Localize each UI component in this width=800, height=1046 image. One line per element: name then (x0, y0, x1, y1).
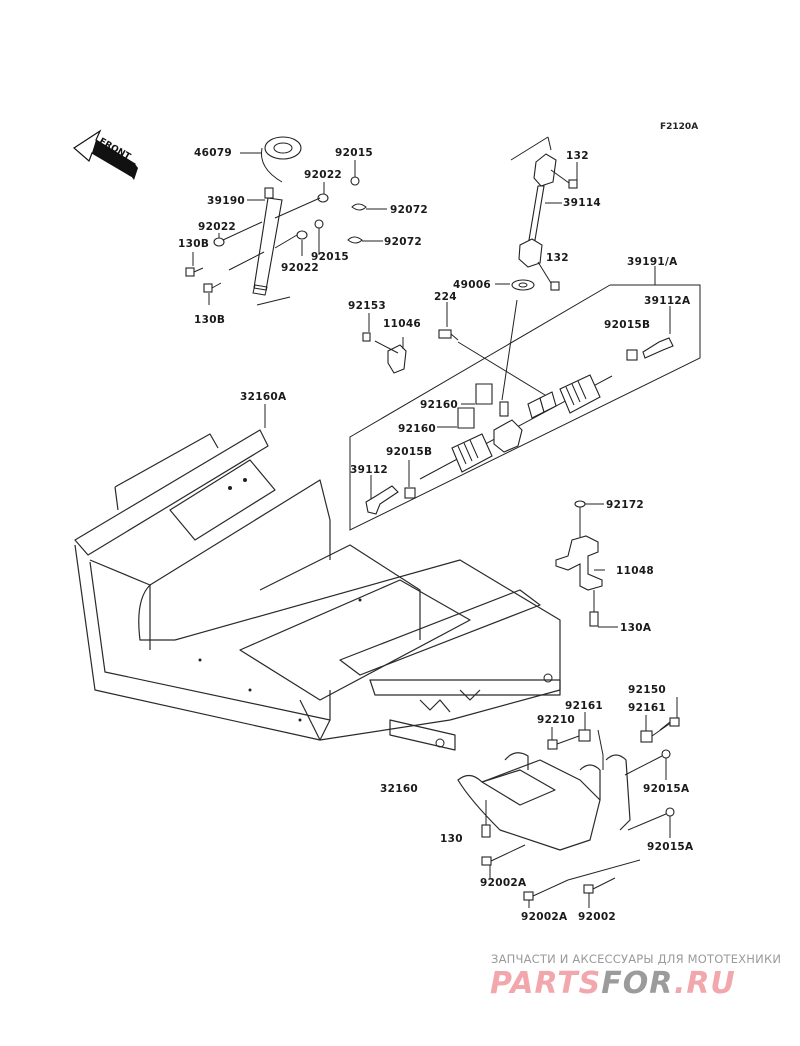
part-92150 (669, 717, 680, 727)
label-130B: 130B (178, 238, 209, 250)
bracket-group (555, 500, 618, 628)
part-46079 (264, 136, 302, 160)
front-subframe-group (457, 697, 680, 908)
label-92072: 92072 (390, 204, 428, 216)
label-92161: 92161 (628, 702, 666, 714)
part-130A (589, 611, 599, 627)
label-92150: 92150 (628, 684, 666, 696)
watermark-tagline: ЗАПЧАСТИ И АКСЕССУАРЫ ДЛЯ МОТОТЕХНИКИ (491, 952, 781, 966)
steering-column-group (185, 136, 387, 306)
watermark-brand-ru: .RU (674, 966, 736, 1001)
label-92002A: 92002A (480, 877, 527, 889)
label-92015: 92015 (335, 147, 373, 159)
part-92002A (481, 856, 492, 866)
watermark-brand-for: FOR (601, 966, 674, 1001)
label-11048: 11048 (616, 565, 654, 577)
label-92015B: 92015B (386, 446, 432, 458)
part-11048 (555, 535, 603, 591)
main-frame (74, 404, 561, 751)
part-39114 (533, 153, 557, 187)
label-92160: 92160 (398, 423, 436, 435)
part-92015A (661, 749, 671, 759)
intermediate-shaft-group (495, 136, 578, 291)
front-arrow-icon: FRONT (73, 129, 138, 180)
steering-rack-group (349, 266, 701, 531)
part-rack-boot-right (559, 374, 601, 414)
label-49006: 49006 (453, 279, 491, 291)
part-92022-washer (317, 193, 329, 203)
label-92002A: 92002A (521, 911, 568, 923)
part-130 (481, 824, 491, 838)
label-132: 132 (546, 252, 569, 264)
part-32160 (457, 759, 601, 851)
part-92002 (583, 884, 594, 894)
label-46079: 46079 (194, 147, 232, 159)
label-92022: 92022 (198, 221, 236, 233)
label-224: 224 (434, 291, 457, 303)
label-39190: 39190 (207, 195, 245, 207)
label-92172: 92172 (606, 499, 644, 511)
part-rack-housing (493, 419, 523, 453)
part-11046 (387, 344, 407, 374)
label-92002: 92002 (578, 911, 616, 923)
label-39191A: 39191/A (627, 256, 678, 268)
part-39190 (253, 197, 283, 291)
part-39112A (642, 337, 674, 359)
label-92153: 92153 (348, 300, 386, 312)
label-92015A: 92015A (643, 783, 690, 795)
label-92210: 92210 (537, 714, 575, 726)
figure-code: F2120A (660, 122, 698, 132)
part-92160 (475, 383, 493, 405)
label-32160A: 32160A (240, 391, 287, 403)
part-39112 (365, 485, 399, 515)
label-92161: 92161 (565, 700, 603, 712)
watermark: ЗАПЧАСТИ И АКСЕССУАРЫ ДЛЯ МОТОТЕХНИКИ PA… (490, 952, 781, 1001)
label-92022: 92022 (281, 262, 319, 274)
label-11046: 11046 (383, 318, 421, 330)
label-130: 130 (440, 833, 463, 845)
part-49006 (511, 279, 535, 291)
part-32160A (74, 429, 269, 556)
watermark-brand-parts: PARTS (490, 966, 601, 1001)
label-39112A: 39112A (644, 295, 691, 307)
label-132: 132 (566, 150, 589, 162)
label-32160: 32160 (380, 783, 418, 795)
svg-text:PARTSFOR.RU: PARTSFOR.RU (490, 966, 736, 1001)
part-rack-boot-left (451, 433, 493, 473)
label-130A: 130A (620, 622, 652, 634)
label-39112: 39112 (350, 464, 388, 476)
label-92160: 92160 (420, 399, 458, 411)
label-92022: 92022 (304, 169, 342, 181)
part-92161 (578, 729, 591, 742)
label-39114: 39114 (563, 197, 601, 209)
label-92072: 92072 (384, 236, 422, 248)
label-92015A: 92015A (647, 841, 694, 853)
label-92015: 92015 (311, 251, 349, 263)
part-92210 (547, 739, 558, 750)
label-130B: 130B (194, 314, 225, 326)
label-92015B: 92015B (604, 319, 650, 331)
